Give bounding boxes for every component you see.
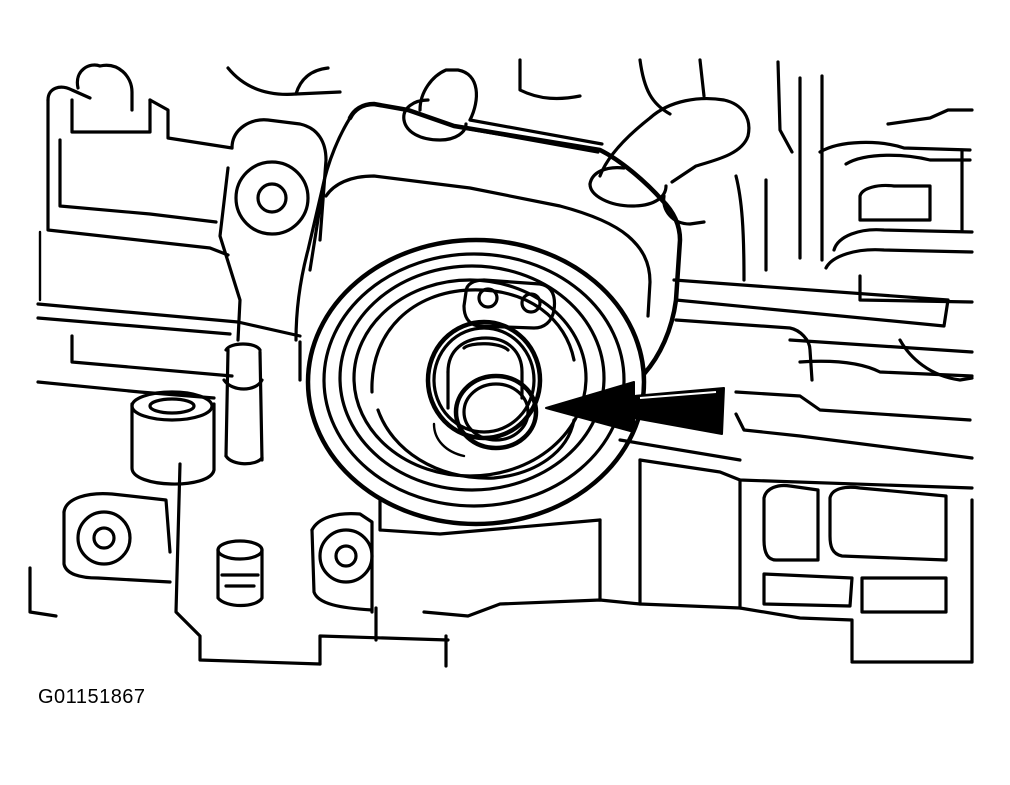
- engine-block: [28, 63, 854, 668]
- oil-cooler: [305, 237, 647, 527]
- figure-id-label: G01151867: [38, 686, 146, 708]
- oil-cooler-housing: [294, 101, 683, 377]
- union-fitting: [425, 319, 543, 458]
- engine-right-side: [518, 58, 974, 664]
- arrow-left-icon: [545, 381, 725, 435]
